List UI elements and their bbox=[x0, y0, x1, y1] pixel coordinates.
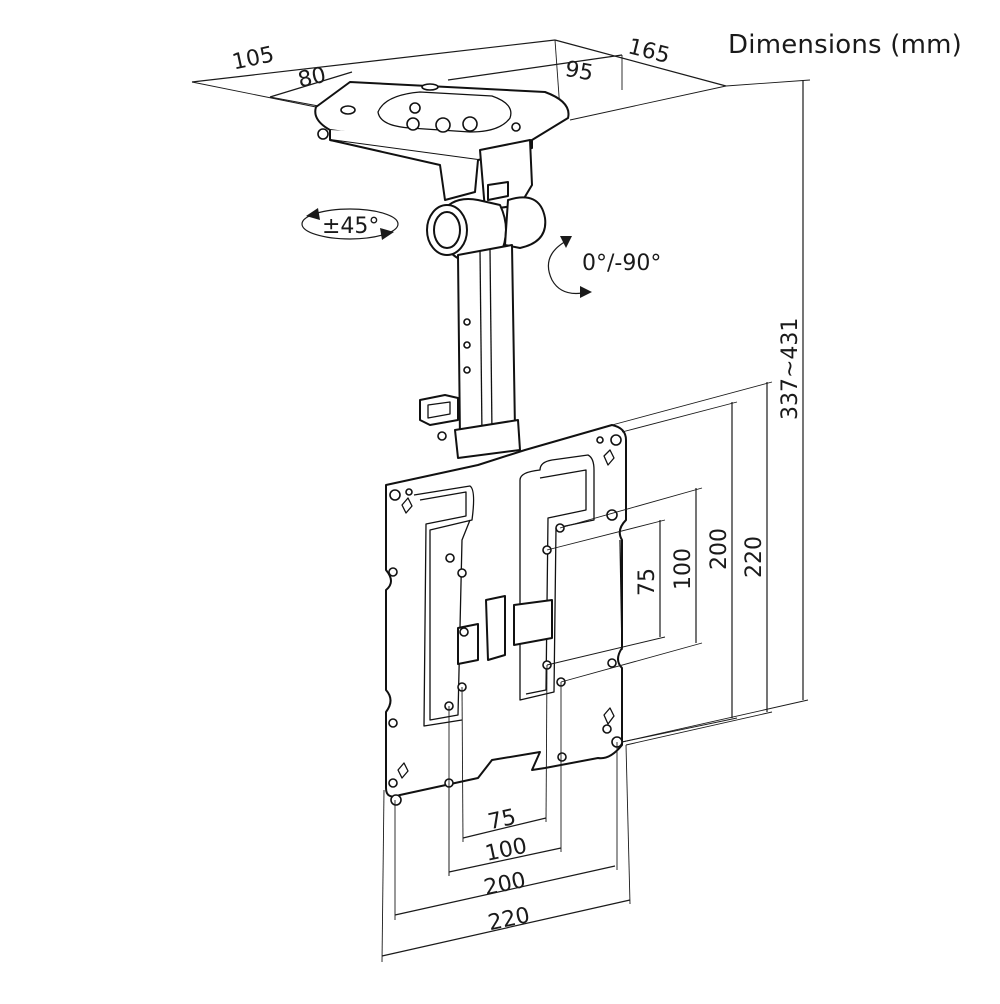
vertical-dimensions: 337~431 220 200 100 75 bbox=[546, 79, 811, 746]
height-range-label: 337~431 bbox=[778, 318, 803, 420]
swivel-indicator: ±45° bbox=[301, 208, 399, 240]
vesa-horizontal-220-label: 220 bbox=[486, 903, 532, 936]
tilt-label: 0°/-90° bbox=[582, 251, 661, 276]
vesa-horizontal-100-label: 100 bbox=[483, 834, 529, 867]
tilt-indicator: 0°/-90° bbox=[547, 236, 661, 298]
vesa-vertical-220-label: 220 bbox=[742, 536, 767, 578]
vesa-horizontal-75-label: 75 bbox=[486, 805, 519, 835]
vesa-vertical-100-label: 100 bbox=[671, 548, 696, 590]
vesa-vertical-75-label: 75 bbox=[635, 568, 660, 596]
ceiling-bracket bbox=[329, 139, 533, 211]
vesa-plate bbox=[385, 424, 627, 806]
depth-inner-label: 80 bbox=[296, 63, 329, 93]
depth-outer-label: 105 bbox=[230, 42, 276, 75]
width-inner-label: 95 bbox=[563, 57, 595, 86]
vesa-horizontal-200-label: 200 bbox=[482, 868, 528, 901]
swivel-knob bbox=[426, 196, 547, 263]
swivel-label: ±45° bbox=[322, 214, 379, 239]
width-outer-label: 165 bbox=[625, 34, 672, 68]
vesa-vertical-200-label: 200 bbox=[707, 528, 732, 570]
drawing-title: Dimensions (mm) bbox=[728, 30, 962, 60]
telescopic-pole bbox=[419, 244, 521, 459]
